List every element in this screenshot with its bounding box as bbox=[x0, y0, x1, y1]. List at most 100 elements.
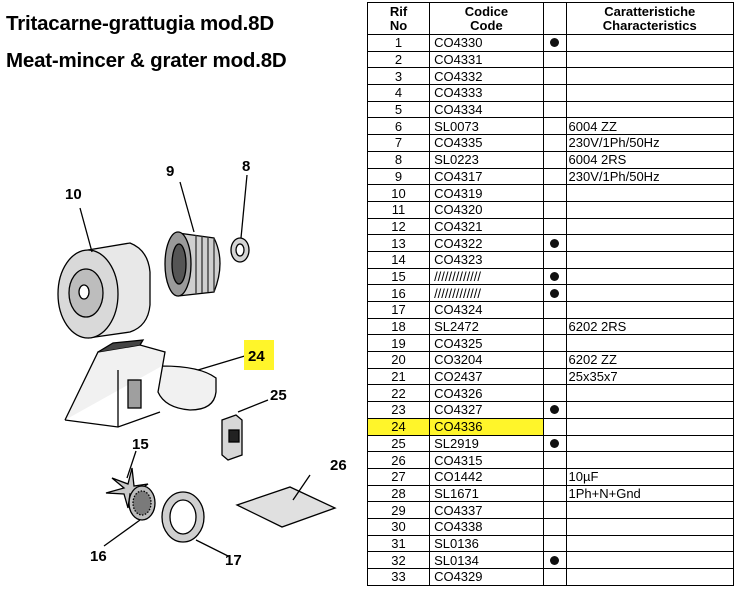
smiley-icon bbox=[550, 288, 560, 298]
row-characteristics bbox=[565, 534, 734, 553]
row-no: 32 bbox=[366, 551, 431, 569]
row-code: SL0223 bbox=[429, 150, 544, 169]
part-24-base bbox=[64, 339, 217, 428]
header-code: Codice Code bbox=[429, 2, 544, 35]
smiley-icon bbox=[550, 405, 560, 415]
row-characteristics bbox=[565, 267, 734, 286]
row-characteristics: 6202 ZZ bbox=[565, 351, 734, 369]
header-caratteristiche: Caratteristiche bbox=[604, 3, 696, 19]
row-code: CO3204 bbox=[429, 351, 544, 369]
row-flag bbox=[542, 417, 567, 436]
parts-table: Rif No Codice Code Caratteristiche Chara… bbox=[366, 2, 734, 586]
row-characteristics bbox=[565, 501, 734, 519]
row-flag bbox=[542, 84, 567, 102]
part-15-blade bbox=[105, 467, 149, 509]
row-characteristics bbox=[565, 517, 734, 536]
row-characteristics bbox=[565, 184, 734, 202]
row-no: 14 bbox=[366, 250, 431, 269]
row-characteristics: 1Ph+N+Gnd bbox=[565, 484, 734, 503]
row-no: 8 bbox=[366, 150, 431, 169]
row-no: 21 bbox=[366, 367, 431, 386]
row-characteristics: 25x35x7 bbox=[565, 367, 734, 386]
row-code: SL0136 bbox=[429, 534, 544, 553]
row-code: SL1671 bbox=[429, 484, 544, 503]
row-characteristics: 6004 ZZ bbox=[565, 117, 734, 136]
table-row: 16///////////// bbox=[366, 284, 734, 302]
row-code: CO4329 bbox=[429, 568, 544, 586]
row-no: 13 bbox=[366, 234, 431, 252]
row-characteristics bbox=[565, 434, 734, 453]
row-characteristics: 6202 2RS bbox=[565, 317, 734, 336]
row-code: ///////////// bbox=[429, 284, 544, 302]
row-no: 19 bbox=[366, 334, 431, 353]
row-no: 5 bbox=[366, 100, 431, 119]
row-characteristics bbox=[565, 551, 734, 569]
row-no: 10 bbox=[366, 184, 431, 202]
smiley-icon bbox=[550, 555, 560, 565]
row-no: 11 bbox=[366, 200, 431, 219]
row-no: 31 bbox=[366, 534, 431, 553]
row-code: CO2437 bbox=[429, 367, 544, 386]
row-code: CO4320 bbox=[429, 200, 544, 219]
row-characteristics bbox=[565, 34, 734, 52]
part-26-gasket bbox=[235, 486, 337, 528]
row-flag bbox=[542, 134, 567, 152]
part-25-switch bbox=[221, 414, 243, 461]
row-characteristics bbox=[565, 100, 734, 119]
row-no: 25 bbox=[366, 434, 431, 453]
row-no: 7 bbox=[366, 134, 431, 152]
row-no: 26 bbox=[366, 451, 431, 469]
row-code: CO4322 bbox=[429, 234, 544, 252]
callout-10: 10 bbox=[65, 186, 82, 203]
part-9-stator bbox=[164, 231, 221, 297]
row-characteristics bbox=[565, 200, 734, 219]
part-16-plate bbox=[128, 485, 156, 521]
row-no: 1 bbox=[366, 34, 431, 52]
row-characteristics bbox=[565, 250, 734, 269]
row-code: SL0073 bbox=[429, 117, 544, 136]
row-no: 15 bbox=[366, 267, 431, 286]
row-characteristics bbox=[565, 50, 734, 69]
callout-17: 17 bbox=[225, 552, 242, 569]
header-rif: Rif bbox=[389, 3, 408, 19]
title-english: Meat-mincer & grater mod.8D bbox=[6, 49, 287, 72]
row-no: 18 bbox=[366, 317, 431, 336]
header-no: No bbox=[389, 17, 408, 33]
row-flag bbox=[542, 401, 567, 419]
row-code: CO4334 bbox=[429, 100, 544, 119]
callout-16: 16 bbox=[90, 548, 107, 565]
row-flag bbox=[542, 467, 567, 486]
row-characteristics: 6004 2RS bbox=[565, 150, 734, 169]
title-italian: Tritacarne-grattugia mod.8D bbox=[6, 12, 274, 35]
row-no: 4 bbox=[366, 84, 431, 102]
row-flag bbox=[542, 250, 567, 269]
header-codice: Codice bbox=[464, 3, 509, 19]
row-characteristics: 10µF bbox=[565, 467, 734, 486]
callout-25: 25 bbox=[270, 387, 287, 404]
row-flag bbox=[542, 184, 567, 202]
row-characteristics bbox=[565, 217, 734, 236]
row-no: 22 bbox=[366, 384, 431, 403]
row-flag bbox=[542, 568, 567, 586]
header-characteristics: Caratteristiche Characteristics bbox=[565, 2, 734, 35]
row-no: 12 bbox=[366, 217, 431, 236]
row-no: 27 bbox=[366, 467, 431, 486]
callout-24: 24 bbox=[248, 348, 265, 365]
row-flag bbox=[542, 351, 567, 369]
